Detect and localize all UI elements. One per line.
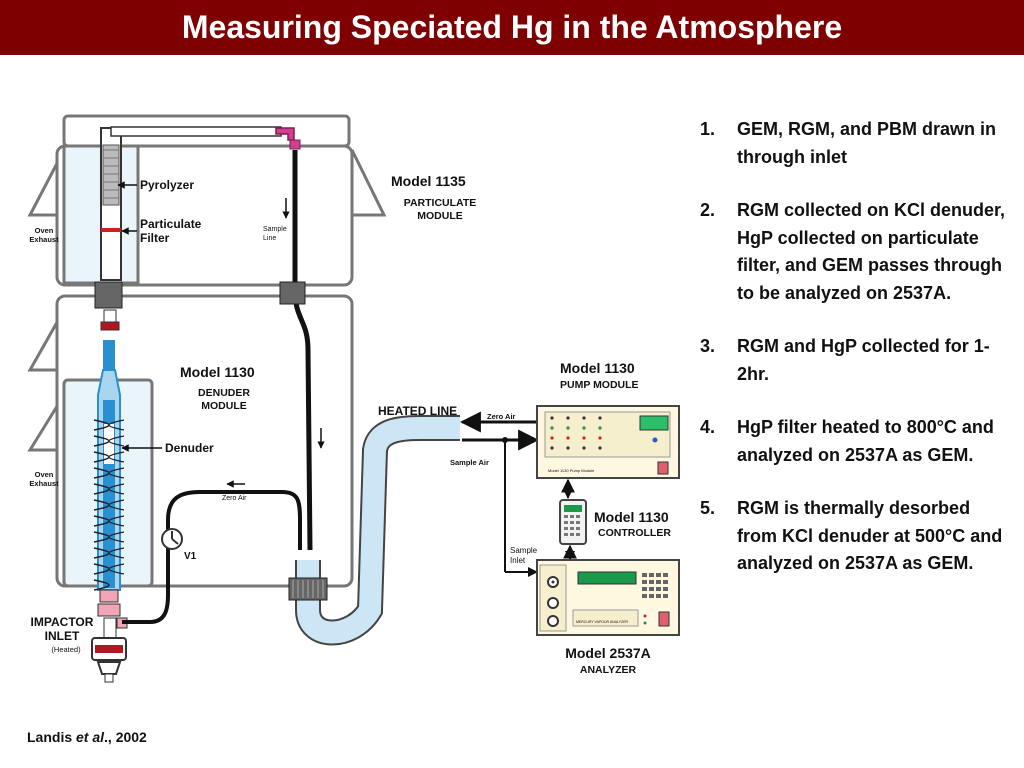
particulate-module-housing [27,114,387,287]
oven-exhaust-bottom-label-2: Exhaust [29,479,59,488]
particulate-filter-label-2: Filter [140,231,170,245]
step-item: 4. HgP filter heated to 800°C and analyz… [700,414,1015,469]
zero-air-upper-label: Zero Air [487,412,516,421]
model-1135-label: Model 1135 [391,173,466,189]
step-number: 1. [700,119,716,139]
citation-author: Landis [27,729,77,745]
particulate-module-label: PARTICULATE [404,197,477,209]
impactor-inlet-label: IMPACTOR [31,615,94,629]
controller-unit [559,499,587,545]
pump-module-label: PUMP MODULE [560,379,639,391]
analyzer-panel-text: MERCURY VAPOUR ANALYZER [576,620,629,624]
analyzer-label: ANALYZER [580,664,637,676]
zero-air-lower-label: Zero Air [222,495,247,502]
step-item: 1. GEM, RGM, and PBM drawn in through in… [700,116,1015,171]
model-1130-denuder-label: Model 1130 [180,364,255,380]
denuder-label: Denuder [165,441,214,455]
denuder-tube [93,340,125,591]
step-item: 3. RGM and HgP collected for 1-2hr. [700,333,1015,388]
impactor-inlet [91,589,128,683]
denuder-module-label-2: MODULE [201,400,247,412]
step-text: RGM collected on KCl denuder, HgP collec… [737,200,1006,303]
step-text: RGM and HgP collected for 1-2hr. [737,336,990,384]
step-number: 5. [700,498,716,518]
step-text: GEM, RGM, and PBM drawn in through inlet [737,119,997,167]
pyrolyzer-column [94,127,123,331]
citation-etal: et al [76,729,105,745]
step-number: 3. [700,336,716,356]
sample-air-label: Sample Air [450,458,489,467]
oven-exhaust-top-label-2: Exhaust [29,235,59,244]
step-number: 2. [700,200,716,220]
step-number: 4. [700,417,716,437]
step-text: RGM is thermally desorbed from KCl denud… [737,498,1003,573]
model-1130-pump-label: Model 1130 [560,360,635,376]
model-1130-controller-label: Model 1130 [594,509,669,525]
sample-inlet-label: Sample [510,546,538,555]
v1-valve-icon [161,528,183,550]
step-text: HgP filter heated to 800°C and analyzed … [737,417,994,465]
step-item: 5. RGM is thermally desorbed from KCl de… [700,495,1015,578]
title-bar: Measuring Speciated Hg in the Atmosphere [0,0,1024,55]
speciation-system-diagram: Model 1130 Pump Module MERCURY VAPOUR AN… [27,114,680,683]
oven-exhaust-top-label: Oven [35,226,54,235]
pump-panel-text: Model 1130 Pump Module [548,468,595,473]
page-title: Measuring Speciated Hg in the Atmosphere [181,9,843,45]
particulate-module-label-2: MODULE [417,210,463,222]
impactor-inlet-label-2: INLET [45,629,80,643]
zero-air-line [122,490,302,624]
denuder-module-label: DENUDER [198,387,250,399]
top-connector-tube [110,126,301,150]
sample-line-label: Sample [263,226,287,233]
step-item: 2. RGM collected on KCl denuder, HgP col… [700,197,1015,307]
analyzer-unit: MERCURY VAPOUR ANALYZER [536,559,680,636]
model-2537a-label: Model 2537A [565,645,651,661]
particulate-filter-label: Particulate [140,217,202,231]
heated-line-label: HEATED LINE [378,404,457,418]
controller-label: CONTROLLER [598,527,671,539]
citation-year: ., 2002 [104,729,147,745]
citation: Landis et al., 2002 [27,729,147,745]
sample-line-coupler [279,281,306,305]
pyrolyzer-label: Pyrolyzer [140,178,194,192]
oven-exhaust-bottom-label: Oven [35,470,54,479]
heated-label: (Heated) [51,645,81,654]
process-steps-list: 1. GEM, RGM, and PBM drawn in through in… [700,116,1015,604]
sample-inlet-label-2: Inlet [510,556,526,565]
sample-line-label-2: Line [263,235,276,242]
pump-module-unit: Model 1130 Pump Module [536,405,680,479]
v1-label: V1 [184,551,197,562]
